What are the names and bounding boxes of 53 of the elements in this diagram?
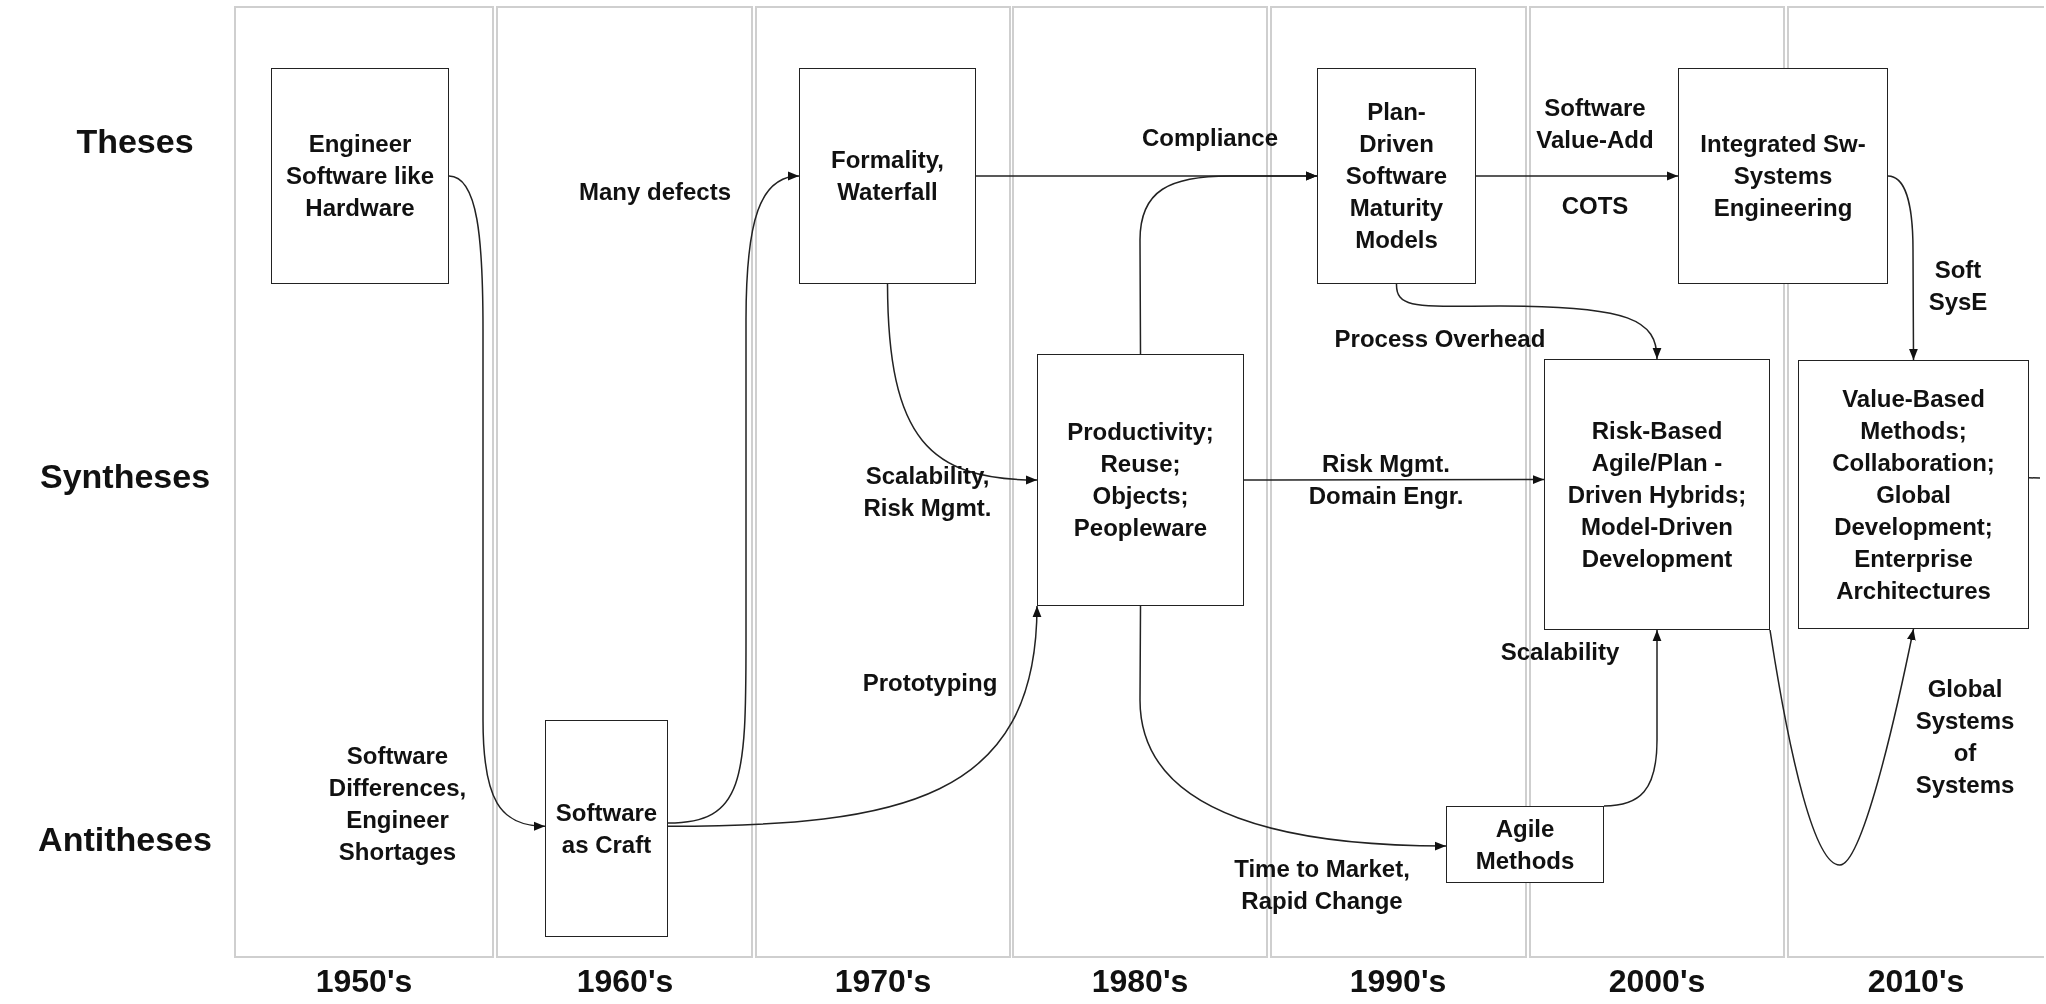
edge-label: Software Value-Add <box>1535 93 1655 155</box>
arrow <box>1603 629 1662 807</box>
arrow <box>667 605 1041 828</box>
box-text: Productivity; Reuse; Objects; Peopleware <box>1066 417 1215 543</box>
connector-line <box>2028 477 2041 479</box>
box-text: Risk-Based Agile/Plan -Driven Hybrids; Model-Driven Development <box>1566 415 1748 574</box>
decade-label: 2000's <box>1607 965 1707 997</box>
edge-label: Process Overhead <box>1333 324 1547 354</box>
edge-label: Prototyping <box>861 668 999 698</box>
arrow <box>1139 171 1318 355</box>
box-text: Integrated Sw-Systems Engineering <box>1699 129 1867 223</box>
arrow <box>1139 605 1447 851</box>
arrow <box>1475 171 1679 181</box>
decade-label: 1990's <box>1348 965 1448 997</box>
process-box <box>1544 359 1770 630</box>
process-box <box>1798 360 2029 629</box>
process-box <box>1317 68 1476 284</box>
arrow <box>1769 628 1916 866</box>
box-text: Agile Methods <box>1474 813 1576 876</box>
decade-label: 1970's <box>833 965 933 997</box>
process-box <box>271 68 449 284</box>
edge-label: Scalability, Risk Mgmt. <box>862 461 993 523</box>
arrow <box>1243 475 1545 484</box>
row-label: Antitheses <box>37 823 213 855</box>
edge-label: Software Differences, Engineer Shortages <box>327 741 468 867</box>
box-text: Formality, Waterfall <box>830 145 945 207</box>
process-box <box>1678 68 1888 284</box>
box-text: Software as Craft <box>555 797 658 860</box>
edge-label: Soft SysE <box>1927 255 1989 317</box>
box-text: Engineer Software like Hardware <box>284 129 436 223</box>
process-box <box>1446 806 1604 883</box>
arrow <box>1395 283 1661 360</box>
decade-label: 1950's <box>314 965 414 997</box>
row-label: Theses <box>75 125 195 157</box>
arrow <box>886 283 1038 484</box>
edge-label: Time to Market, Rapid Change <box>1233 854 1411 916</box>
decade-label: 1960's <box>575 965 675 997</box>
arrow <box>448 175 546 831</box>
process-box <box>799 68 976 284</box>
edge-label: Many defects <box>577 177 733 207</box>
process-box <box>1037 354 1244 606</box>
decade-label: 2010's <box>1866 965 1966 997</box>
arrow <box>1887 175 1918 361</box>
edge-label: Global Systems of Systems <box>1914 674 2016 800</box>
process-box <box>545 720 668 937</box>
edge-label: Compliance <box>1141 123 1279 153</box>
box-text: Value-Based Methods; Collaboration; Global Development; Enterprise Architectures <box>1831 383 1996 606</box>
edge-label: Risk Mgmt. Domain Engr. <box>1307 449 1465 511</box>
decade-label: 1980's <box>1090 965 1190 997</box>
arrow <box>667 172 800 824</box>
box-text: Plan-Driven Software Maturity Models <box>1344 97 1449 255</box>
edge-label: Scalability <box>1499 637 1621 667</box>
text-label: COTS <box>1560 191 1630 221</box>
